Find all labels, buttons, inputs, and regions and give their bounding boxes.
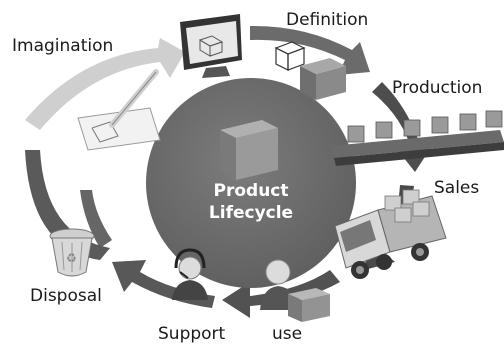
- stage-label-production: Production: [392, 78, 483, 98]
- stage-label-use: use: [272, 324, 303, 344]
- center-title: Product Lifecycle: [176, 180, 326, 224]
- stage-label-imagination: Imagination: [12, 36, 114, 56]
- stage-label-support: Support: [158, 324, 226, 344]
- arrow-segment-definition: [250, 25, 370, 75]
- stage-label-sales: Sales: [434, 178, 480, 198]
- user-with-box-icon: [260, 259, 330, 322]
- center-title-line1: Product: [213, 181, 289, 201]
- delivery-truck-icon: [334, 189, 447, 279]
- conveyor-belt-icon: [330, 110, 504, 166]
- center-circle: [146, 78, 356, 288]
- svg-text:♻: ♻: [66, 251, 77, 265]
- center-cube-icon: [220, 120, 278, 180]
- stage-label-disposal: Disposal: [30, 286, 102, 306]
- headset-agent-icon: [172, 248, 208, 300]
- cad-monitor-icon: [180, 14, 346, 100]
- arrow-segment-imagination: [25, 38, 185, 130]
- arrow-segment-disposal: [80, 190, 112, 248]
- recycle-bin-icon: ♻: [49, 228, 95, 277]
- pen-drawing-icon: [77, 69, 161, 151]
- center-title-line2: Lifecycle: [208, 203, 294, 223]
- stage-label-definition: Definition: [286, 10, 369, 30]
